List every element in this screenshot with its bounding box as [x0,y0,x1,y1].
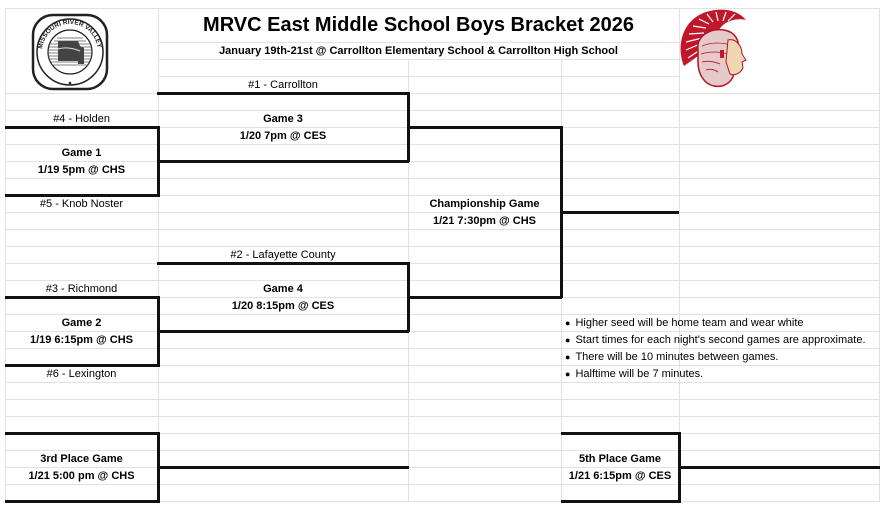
grid-row-line [5,212,880,213]
bracket-line [5,194,160,197]
seed-team-label: #2 - Lafayette County [230,248,336,261]
bracket-line [561,500,681,503]
grid-row-line [5,178,880,179]
grid-row-line [5,280,880,281]
grid-row-line [5,161,880,162]
champion-line [560,211,679,214]
seed-team-label: #6 - Lexington [46,367,117,380]
game3-name: Game 3 [263,112,303,125]
grid-row-line [5,314,880,315]
third-place-winner-line [157,466,409,469]
note-item: ●Start times for each night's second gam… [565,333,866,346]
game4-name: Game 4 [263,282,303,295]
fifth-place-time: 1/21 6:15pm @ CES [568,469,672,482]
fifth-place-winner-line [678,466,880,469]
note-item: ●Higher seed will be home team and wear … [565,316,804,329]
championship-time: 1/21 7:30pm @ CHS [432,214,537,227]
grid-row-line [5,433,880,434]
bullet-icon: ● [565,317,571,328]
grid-row-line [5,501,880,502]
grid-row-line [5,382,880,383]
game2-name: Game 2 [61,316,102,329]
bracket-line [5,432,160,435]
seed-team-label: #4 - Holden [53,112,110,125]
bracket-line [5,500,160,503]
bracket-line [157,262,409,265]
grid-row-line [5,484,880,485]
spartan-helmet-icon [680,9,747,88]
grid-row-line [5,365,880,366]
grid-col-line [158,8,159,502]
game4-time: 1/20 8:15pm @ CES [231,299,335,312]
game3-time: 1/20 7pm @ CES [239,129,327,142]
grid-col-line [879,8,880,502]
conference-seal-icon: MISSOURI RIVER VALLEY CONFERENCE [30,12,109,91]
grid-row-line [5,110,880,111]
grid-row-line [5,195,880,196]
bracket-line [157,92,409,95]
grid-col-line [679,8,680,502]
game1-time: 1/19 5pm @ CHS [37,163,126,176]
bullet-icon: ● [565,351,571,362]
bracket-line [407,296,562,299]
grid-row-line [5,8,880,9]
grid-row-line [5,450,880,451]
third-place-name: 3rd Place Game [40,452,123,465]
grid-row-line [5,399,880,400]
grid-row-line [5,93,880,94]
bracket-line [157,330,409,333]
grid-row-line [5,263,880,264]
game1-name: Game 1 [61,146,102,159]
grid-row-line [158,42,679,43]
grid-row-line [5,331,880,332]
game2-time: 1/19 6:15pm @ CHS [29,333,134,346]
note-item: ●There will be 10 minutes between games. [565,350,779,363]
bracket-line [5,126,160,129]
bullet-icon: ● [565,368,571,379]
grid-row-line [5,144,880,145]
third-place-time: 1/21 5:00 pm @ CHS [28,469,135,482]
grid-row-line [5,348,880,349]
seed-team-label: #1 - Carrollton [248,78,318,91]
note-item: ●Halftime will be 7 minutes. [565,367,704,380]
page-subtitle: January 19th-21st @ Carrollton Elementar… [219,44,618,57]
bracket-line [407,126,562,129]
bracket-line [5,364,160,367]
grid-row-line [5,246,880,247]
grid-row-line [5,229,880,230]
grid-row-line [5,416,880,417]
bracket-line [5,296,160,299]
seed-team-label: #5 - Knob Noster [39,197,124,210]
seed-team-label: #3 - Richmond [45,282,118,295]
bracket-line [157,160,409,163]
grid-col-line [5,8,6,502]
page-title: MRVC East Middle School Boys Bracket 202… [203,13,634,36]
bracket-line [561,432,681,435]
fifth-place-name: 5th Place Game [579,452,661,465]
grid-row-line [5,467,880,468]
championship-name: Championship Game [429,197,540,210]
bullet-icon: ● [565,334,571,345]
grid-row-line [158,59,679,60]
grid-row-line [158,76,679,77]
